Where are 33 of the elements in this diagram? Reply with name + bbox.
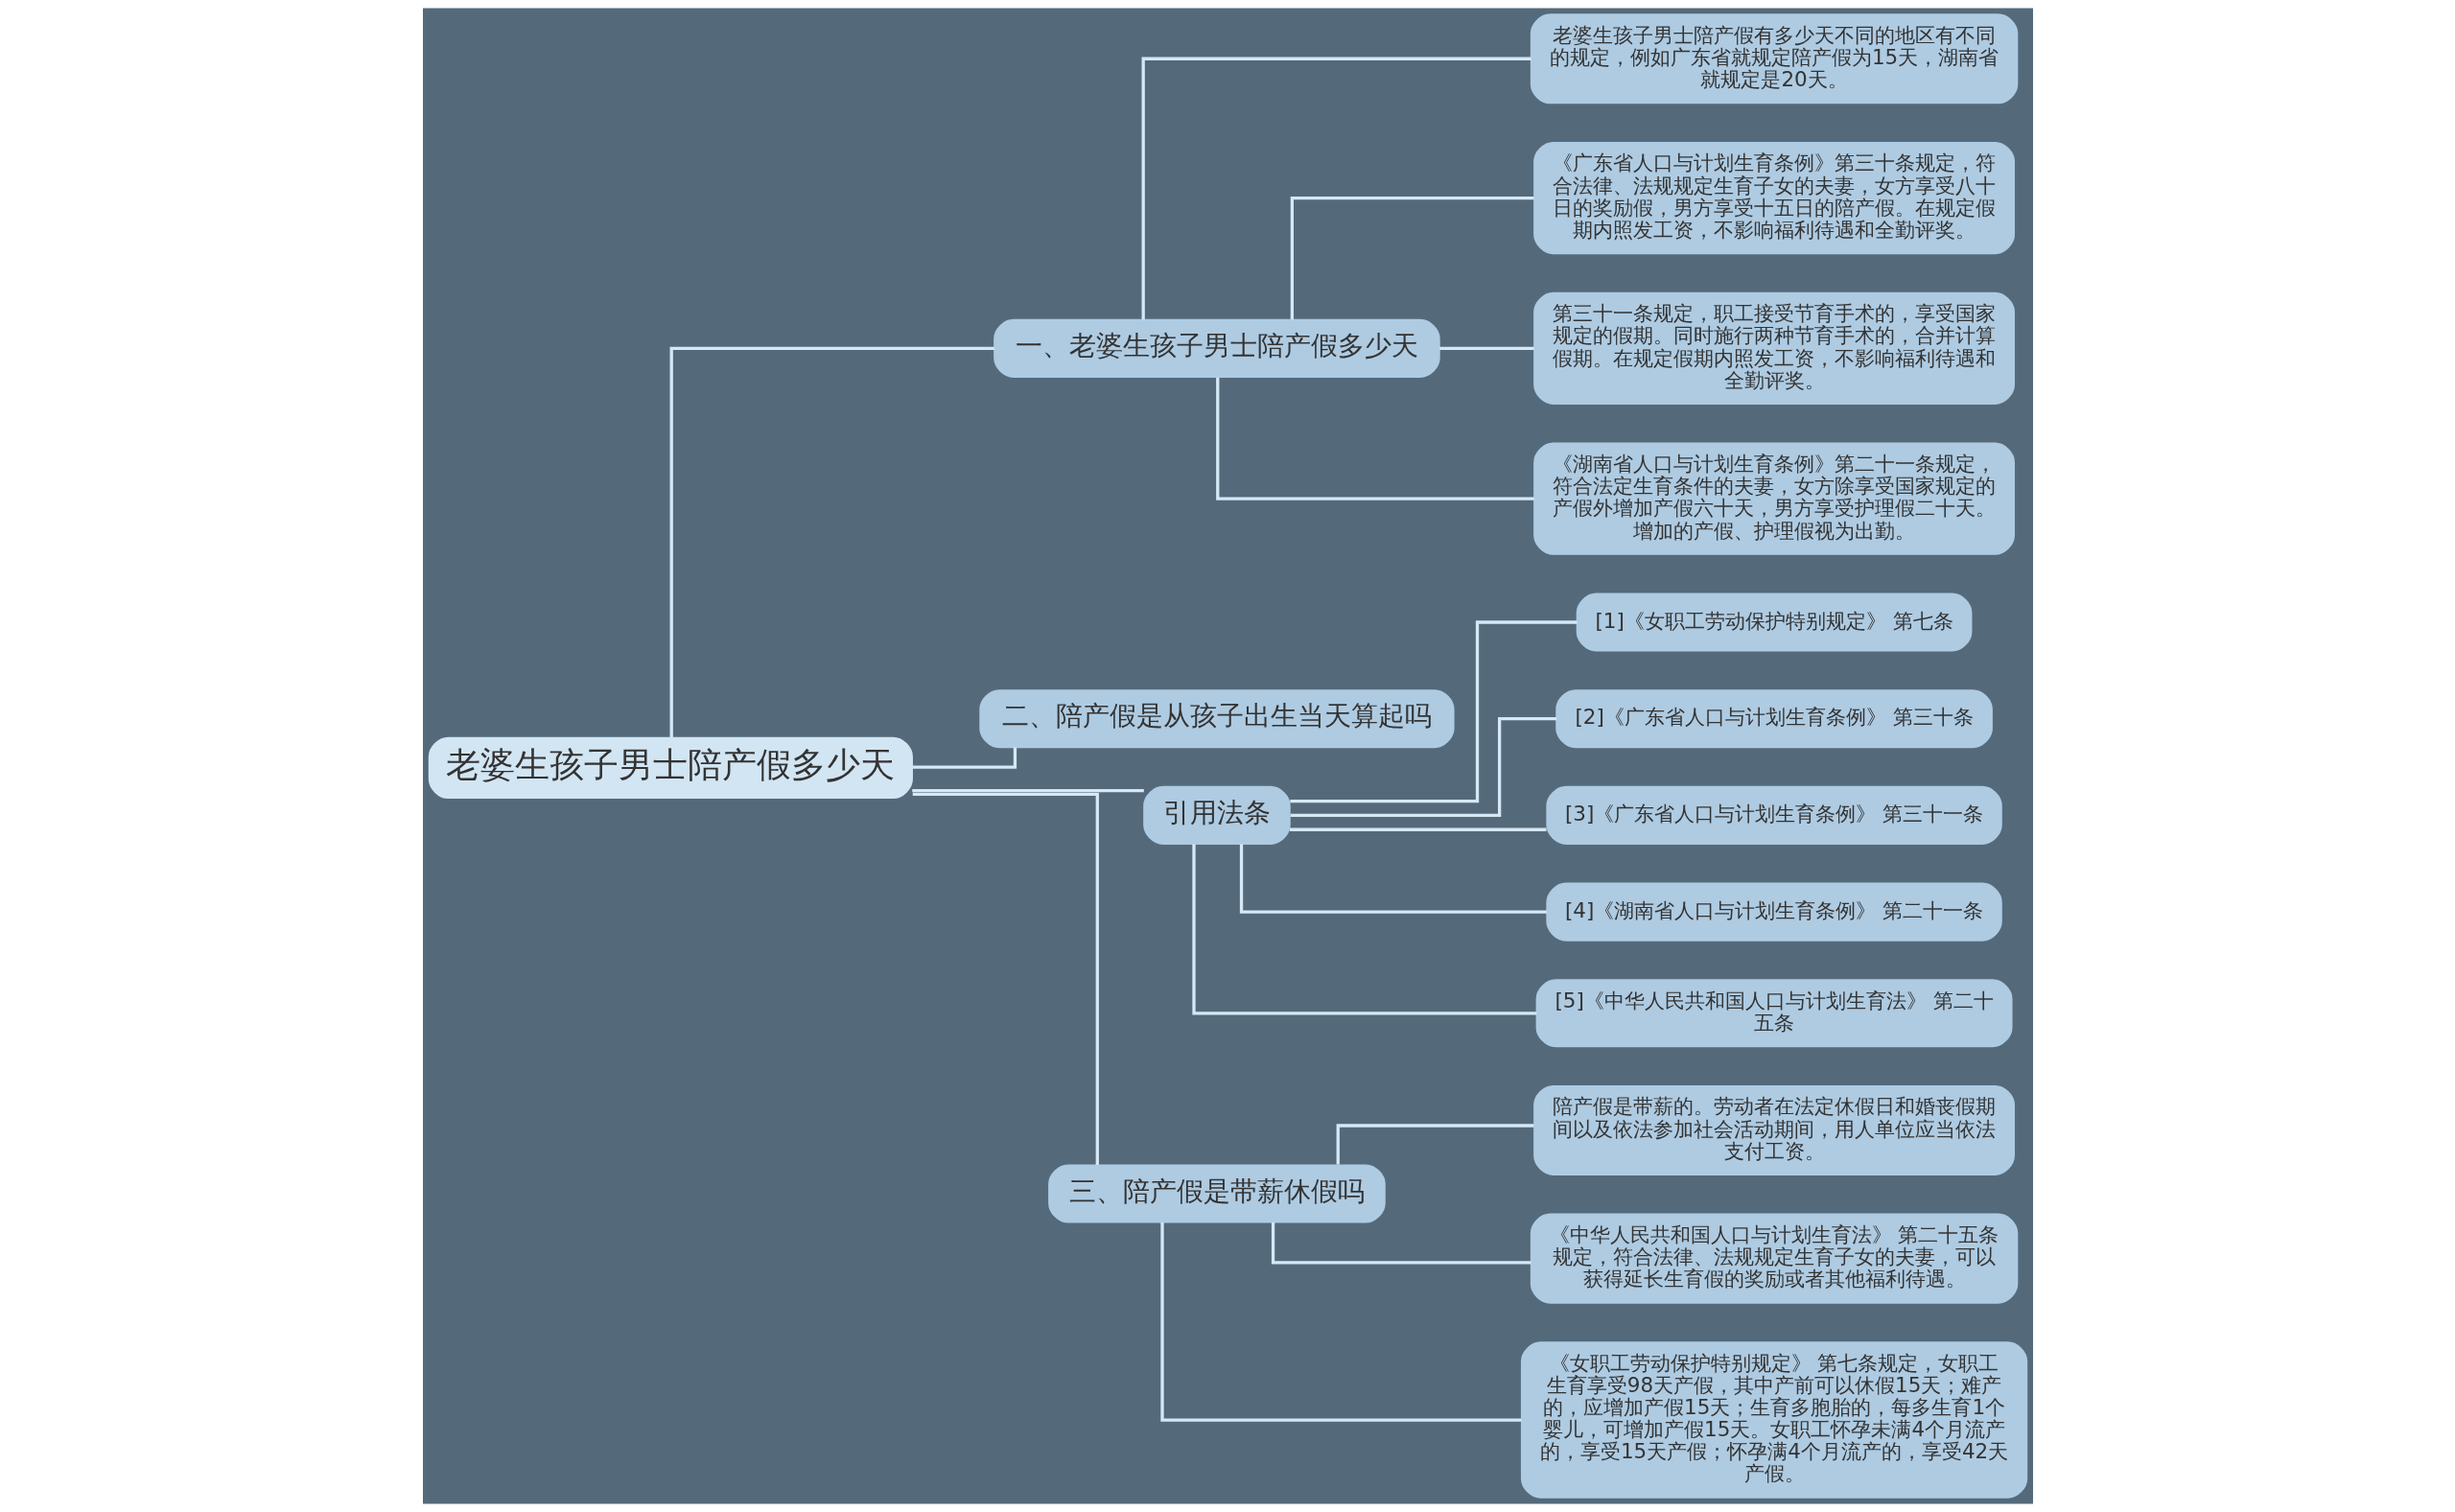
node-box: 老婆生孩子男士陪产假多少天 <box>428 736 913 800</box>
node-box: [4]《湖南省人口与计划生育条例》 第二十一条 <box>1545 882 2002 942</box>
connector <box>1239 844 1547 914</box>
node-box: 《中华人民共和国人口与计划生育法》 第二十五条规定，符合法律、法规规定生育子女的夫妻，可以获得延长生育假的奖励或者其他福利待遇。 <box>1530 1213 2018 1304</box>
connector <box>1289 827 1547 831</box>
node-box: [3]《广东省人口与计划生育条例》 第三十一条 <box>1545 785 2002 845</box>
connector <box>1271 1222 1531 1265</box>
connector <box>1215 377 1534 500</box>
connector <box>1191 844 1536 1015</box>
connector <box>1141 57 1531 320</box>
connector <box>1336 1124 1533 1165</box>
node-box: 陪产假是带薪的。劳动者在法定休假日和婚丧假期间以及依法参加社会活动期间，用人单位应当依法支付工资。 <box>1532 1084 2015 1175</box>
node-box: 老婆生孩子男士陪产假有多少天不同的地区有不同的规定，例如广东省就规定陪产假为15天，湖南省就规定是20天。 <box>1530 13 2018 105</box>
connector <box>1159 1221 1521 1422</box>
connector <box>1289 620 1577 803</box>
connector <box>912 792 1099 1165</box>
node-box: 《女职工劳动保护特别规定》 第七条规定，女职工生育享受98天产假，其中产前可以休假15天；难产的，应增加产假15天；生育多胞胎的，每多生育1个婴儿，可增加产假15天。女职工怀孕未满4个月流产的，享受15天产假；怀孕满4个月流产的，享受42天产假。 <box>1520 1341 2027 1499</box>
connector <box>911 747 1017 769</box>
node-box: 引用法条 <box>1142 785 1291 845</box>
node-box: 《湖南省人口与计划生育条例》第二十一条规定，符合法定生育条件的夫妻，女方除享受国家规定的产假外增加产假六十天，男方享受护理假二十天。增加的产假、护理假视为出勤。 <box>1532 442 2015 555</box>
node-box: 第三十一条规定，职工接受节育手术的，享受国家规定的假期。同时施行两种节育手术的，合并计算假期。在规定假期内照发工资，不影响福利待遇和全勤评奖。 <box>1532 291 2015 405</box>
connector <box>1290 717 1556 818</box>
node-box: 一、老婆生孩子男士陪产假多少天 <box>993 318 1440 378</box>
node-box: [1]《女职工劳动保护特别规定》 第七条 <box>1576 593 1972 652</box>
connector <box>669 346 994 738</box>
node-box: 二、陪产假是从孩子出生当天算起吗 <box>978 689 1455 749</box>
connector <box>911 788 1144 793</box>
node-box: 《广东省人口与计划生育条例》第三十条规定，符合法律、法规规定生育子女的夫妻，女方享受八十日的奖励假，男方享受十五日的陪产假。在规定假期内照发工资，不影响福利待遇和全勤评奖。 <box>1532 141 2015 255</box>
node-box: [2]《广东省人口与计划生育条例》 第三十条 <box>1555 689 1993 749</box>
node-box: [5]《中华人民共和国人口与计划生育法》 第二十五条 <box>1535 979 2013 1048</box>
node-box: 三、陪产假是带薪休假吗 <box>1047 1164 1386 1223</box>
connector <box>1438 346 1534 351</box>
connector <box>1290 196 1533 320</box>
